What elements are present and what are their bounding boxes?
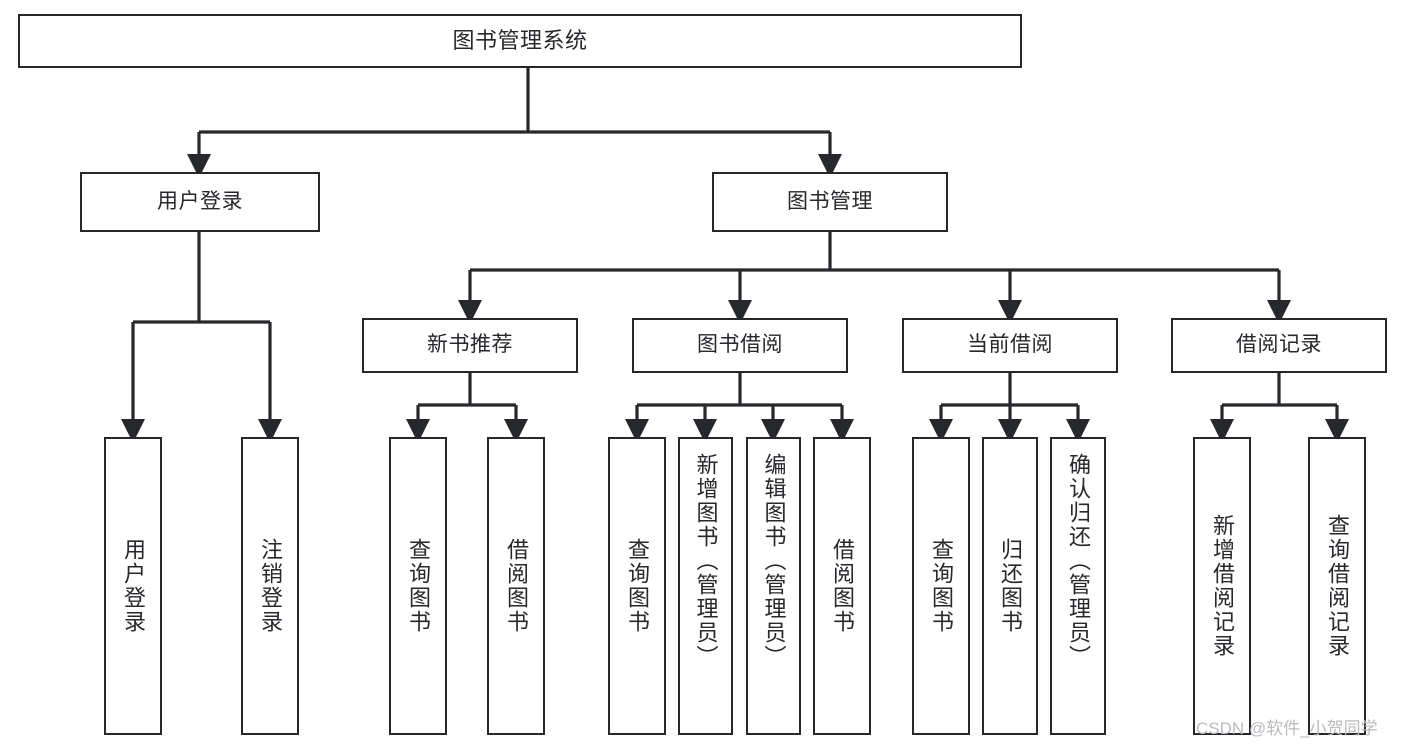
node-root-label: 图书管理系统 — [452, 28, 588, 54]
node-leaf-return-book[interactable]: 归还图书 — [982, 437, 1038, 735]
node-leaf-add-record-label: 新增借阅记录 — [1210, 514, 1235, 658]
node-leaf-query-book-2[interactable]: 查询图书 — [608, 437, 666, 735]
node-book-borrow[interactable]: 图书借阅 — [632, 318, 848, 373]
node-leaf-query-book-1[interactable]: 查询图书 — [389, 437, 447, 735]
node-leaf-user-login[interactable]: 用户登录 — [104, 437, 162, 735]
node-current-borrow-label: 当前借阅 — [967, 333, 1053, 357]
node-leaf-borrow-book-2[interactable]: 借阅图书 — [813, 437, 871, 735]
csdn-watermark-text: CSDN @软件_小贺同学 — [1196, 719, 1378, 738]
node-leaf-edit-book-label: 编辑图书（管理员） — [761, 453, 787, 669]
node-leaf-query-record-label: 查询借阅记录 — [1325, 514, 1350, 658]
node-leaf-add-record[interactable]: 新增借阅记录 — [1193, 437, 1251, 735]
node-leaf-user-login-label: 用户登录 — [121, 538, 146, 634]
node-current-borrow[interactable]: 当前借阅 — [902, 318, 1118, 373]
node-leaf-query-record[interactable]: 查询借阅记录 — [1308, 437, 1366, 735]
node-leaf-add-book-label: 新增图书（管理员） — [693, 453, 719, 669]
node-leaf-query-book-3-label: 查询图书 — [929, 538, 954, 634]
csdn-watermark: CSDN @软件_小贺同学 — [1196, 714, 1378, 739]
node-borrow-record[interactable]: 借阅记录 — [1171, 318, 1387, 373]
node-leaf-return-book-label: 归还图书 — [998, 538, 1023, 634]
node-leaf-borrow-book-1[interactable]: 借阅图书 — [487, 437, 545, 735]
node-leaf-edit-book[interactable]: 编辑图书（管理员） — [746, 437, 801, 735]
node-user-login[interactable]: 用户登录 — [80, 172, 320, 232]
node-leaf-logout-label: 注销登录 — [258, 538, 283, 634]
node-book-manage-label: 图书管理 — [787, 189, 873, 213]
node-leaf-borrow-book-2-label: 借阅图书 — [830, 538, 855, 634]
node-leaf-query-book-3[interactable]: 查询图书 — [912, 437, 970, 735]
node-leaf-query-book-2-label: 查询图书 — [625, 538, 650, 634]
node-borrow-record-label: 借阅记录 — [1236, 333, 1322, 357]
node-new-book-rec[interactable]: 新书推荐 — [362, 318, 578, 373]
node-leaf-logout[interactable]: 注销登录 — [241, 437, 299, 735]
node-user-login-label: 用户登录 — [157, 189, 243, 213]
node-leaf-confirm-return[interactable]: 确认归还（管理员） — [1050, 437, 1106, 735]
node-leaf-query-book-1-label: 查询图书 — [406, 538, 431, 634]
node-new-book-rec-label: 新书推荐 — [427, 333, 513, 357]
node-book-manage[interactable]: 图书管理 — [712, 172, 948, 232]
node-book-borrow-label: 图书借阅 — [697, 333, 783, 357]
node-leaf-borrow-book-1-label: 借阅图书 — [504, 538, 529, 634]
node-root[interactable]: 图书管理系统 — [18, 14, 1022, 68]
node-leaf-add-book[interactable]: 新增图书（管理员） — [678, 437, 733, 735]
node-leaf-confirm-return-label: 确认归还（管理员） — [1066, 453, 1091, 669]
